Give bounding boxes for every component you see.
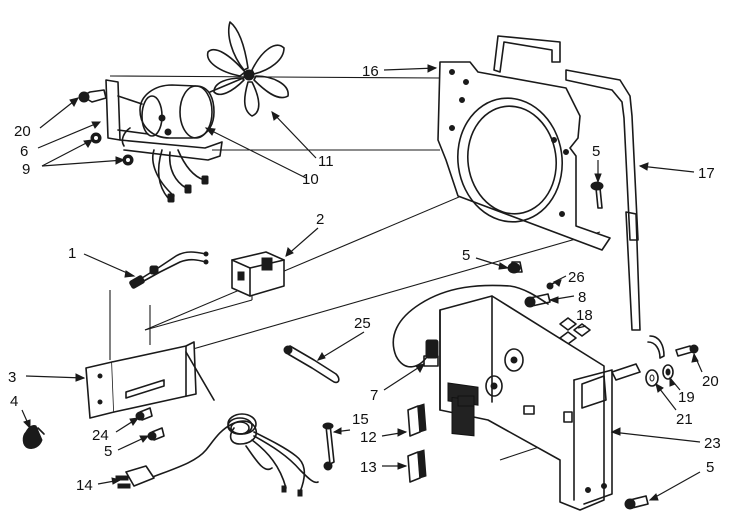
wire-harness-1[interactable] (129, 251, 209, 289)
sensor-probe[interactable] (283, 345, 340, 384)
callout-26: 26 (568, 269, 585, 286)
screw-5-mid[interactable] (507, 261, 523, 274)
callout-10: 10 (302, 171, 319, 188)
callout-5-mid: 5 (462, 247, 470, 264)
screw-20-top[interactable] (78, 89, 107, 103)
callout-20-right: 20 (702, 373, 719, 390)
thermostat-capillary[interactable] (392, 284, 549, 368)
fan-shroud[interactable] (437, 61, 611, 251)
callout-15: 15 (352, 411, 369, 428)
screw-5-left[interactable] (147, 427, 165, 441)
callout-8: 8 (578, 289, 586, 306)
callout-13: 13 (360, 459, 377, 476)
callout-19: 19 (678, 389, 695, 406)
callout-1: 1 (68, 245, 76, 262)
callout-7: 7 (370, 387, 378, 404)
callout-5-shroud: 5 (592, 143, 600, 160)
screw-5-bottom[interactable] (624, 495, 649, 510)
screw-5-shroud[interactable] (590, 181, 604, 209)
washer-19[interactable] (662, 364, 674, 380)
screw-8[interactable] (524, 293, 551, 308)
control-housing[interactable] (439, 295, 613, 511)
callout-21: 21 (676, 411, 693, 428)
callout-17: 17 (698, 165, 715, 182)
mounting-bracket[interactable] (85, 341, 215, 419)
callout-6: 6 (20, 143, 28, 160)
callout-arrowheads (23, 64, 699, 501)
callout-24: 24 (92, 427, 109, 444)
callout-16: 16 (362, 63, 379, 80)
relay-switch[interactable] (231, 251, 285, 297)
callout-23: 23 (704, 435, 721, 452)
fan-motor[interactable] (121, 84, 215, 147)
callout-labels: 20 6 9 10 11 16 17 5 5 26 8 18 2 1 25 3 … (8, 63, 721, 494)
nut-9-upper[interactable] (90, 132, 102, 144)
callout-3: 3 (8, 369, 16, 386)
callout-25: 25 (354, 315, 371, 332)
power-cord[interactable] (115, 413, 333, 497)
terminal-13[interactable] (407, 449, 427, 483)
gasket-strips[interactable] (493, 35, 641, 331)
callout-5-left: 5 (104, 443, 112, 460)
callout-12: 12 (360, 429, 377, 446)
motor-bracket[interactable] (105, 79, 223, 161)
callout-4: 4 (10, 393, 18, 410)
callout-2: 2 (316, 211, 324, 228)
motor-wire-leads (152, 149, 209, 203)
bracket-23-tab[interactable] (611, 363, 641, 381)
washer-21[interactable] (645, 369, 659, 387)
callout-18: 18 (576, 307, 593, 324)
callout-14: 14 (76, 477, 93, 494)
fan-blade[interactable] (206, 21, 289, 117)
screw-15[interactable] (322, 422, 335, 465)
control-knob[interactable] (22, 425, 45, 449)
wire-clip-right[interactable] (647, 335, 665, 359)
callout-5-bottom: 5 (706, 459, 714, 476)
callout-11: 11 (318, 153, 334, 170)
callout-20-top: 20 (14, 123, 31, 140)
callout-9: 9 (22, 161, 30, 178)
terminal-12[interactable] (407, 403, 427, 437)
